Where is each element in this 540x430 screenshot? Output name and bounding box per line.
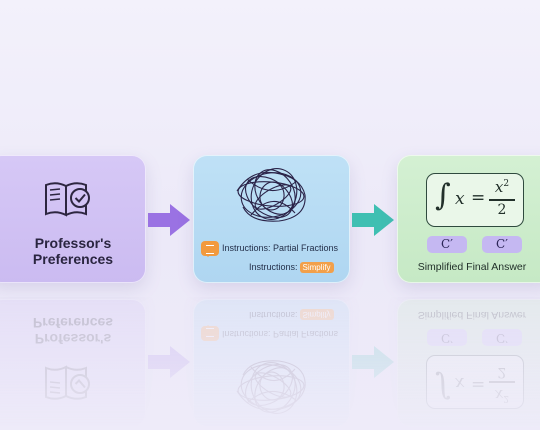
open-book-checkmark-icon (45, 365, 90, 400)
integral-symbol: ∫ (435, 369, 451, 404)
numerator-exponent: 2 (503, 393, 510, 403)
prefs-title-line1: Professor's (34, 331, 112, 347)
formula-equals: = (471, 374, 486, 394)
floor-reflection: Professor's Preferences (0, 297, 540, 427)
professor-preferences-card: Professor's Preferences (0, 155, 146, 283)
instruction-partial-fractions: Instructions: Partial Fractions (222, 243, 339, 253)
formula-equals: = (471, 188, 486, 208)
simplify-tag: Simplify (299, 262, 334, 273)
prefs-title: Professor's Preferences (0, 315, 146, 347)
tangled-scribble-icon (236, 360, 306, 414)
formula-variable: x (455, 373, 465, 393)
pipeline-stage: Professor's Preferences (0, 155, 540, 285)
instructions-process-card: Instructions: Partial Fractions Instruct… (193, 155, 350, 283)
formula-numerator: x2 (489, 386, 515, 404)
instructions-process-card: Instructions: Partial Fractions Instruct… (193, 299, 350, 427)
prefs-title-line2: Preferences (32, 251, 114, 267)
arrow-right-teal-icon (352, 346, 394, 378)
instruction-simplify-row: Instructions:Simplify (249, 262, 334, 273)
simplified-answer-card: ∫ x = x2 2 C′ C′ Simplified Final Answer (397, 155, 540, 283)
arrow-right-purple-icon (148, 204, 190, 236)
prefs-title-line1: Professor's (34, 235, 112, 251)
arrow-right-purple-icon (148, 346, 190, 378)
open-book-checkmark-icon (45, 182, 90, 217)
fraction-bar (489, 381, 515, 383)
formula-denominator: 2 (497, 202, 507, 218)
simplified-answer-card: ∫ x = x2 2 C′ C′ Simplified Final Answer (397, 299, 540, 427)
constant-pill-2: C′ (482, 329, 522, 346)
formula-variable: x (455, 189, 465, 209)
simplify-tag: Simplify (299, 309, 334, 320)
formula-denominator: 2 (497, 364, 507, 380)
constant-pill-1: C′ (427, 329, 467, 346)
instruction-label: Instructions: (249, 310, 298, 320)
instruction-label: Instructions: (249, 262, 298, 272)
professor-preferences-card: Professor's Preferences (0, 299, 146, 427)
constant-pill-2: C′ (482, 236, 522, 253)
simplified-answer-label: Simplified Final Answer (417, 261, 527, 273)
prefs-title-line2: Preferences (32, 315, 114, 331)
numerator-base: x (494, 178, 504, 196)
numerator-exponent: 2 (503, 179, 510, 189)
instruction-simplify-row: Instructions:Simplify (249, 309, 334, 320)
simplified-answer-label: Simplified Final Answer (417, 309, 527, 321)
formula-box: ∫ x = x2 2 (426, 355, 524, 409)
formula-box: ∫ x = x2 2 (426, 173, 524, 227)
formula-numerator: x2 (489, 178, 515, 196)
chat-bubble-icon (201, 326, 219, 341)
integral-symbol: ∫ (435, 178, 451, 213)
constant-pill-1: C′ (427, 236, 467, 253)
reflected-pipeline-stage: Professor's Preferences (0, 297, 540, 427)
instruction-partial-fractions: Instructions: Partial Fractions (222, 329, 339, 339)
numerator-base: x (494, 386, 504, 404)
prefs-title: Professor's Preferences (0, 235, 146, 267)
fraction-bar (489, 199, 515, 201)
chat-bubble-icon (201, 241, 219, 257)
tangled-scribble-icon (236, 168, 306, 222)
arrow-right-teal-icon (352, 204, 394, 236)
